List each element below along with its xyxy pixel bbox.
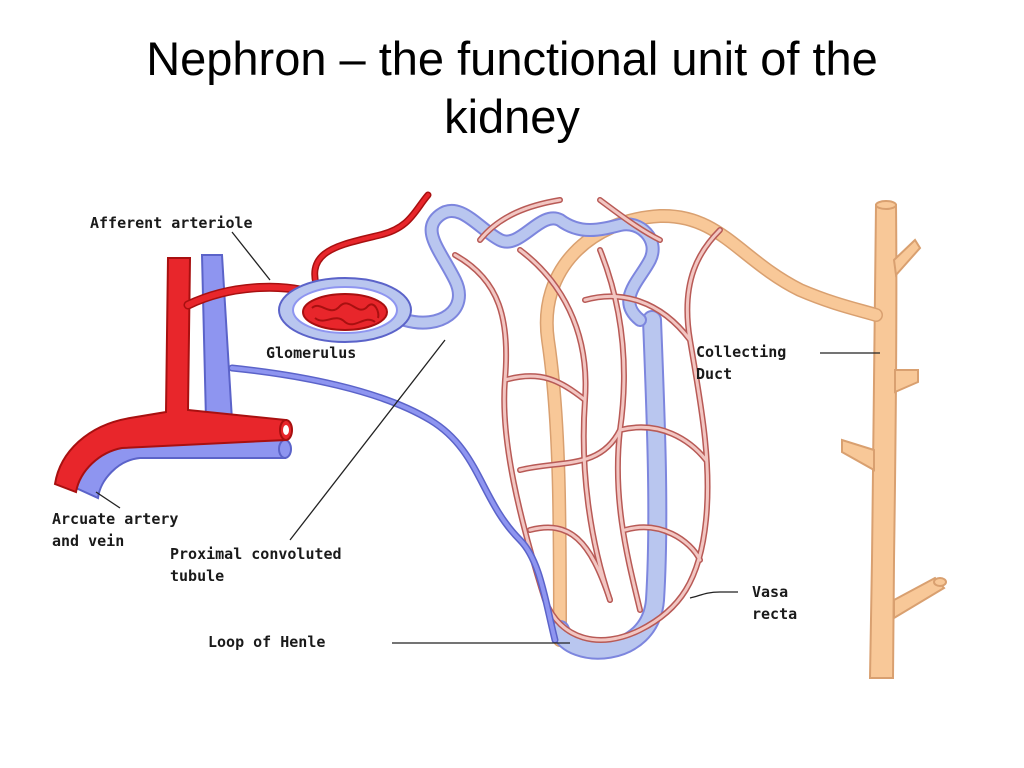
label-arcuate-line2: and vein: [52, 532, 124, 550]
title-line-1: Nephron – the functional unit of the: [146, 32, 878, 85]
title-line-2: kidney: [444, 90, 580, 143]
label-loop-of-henle: Loop of Henle: [208, 633, 325, 651]
label-collecting-line1: Collecting: [696, 343, 786, 361]
label-collecting-line2: Duct: [696, 365, 732, 383]
leader-proximal: [289, 339, 446, 541]
label-afferent-arteriole: Afferent arteriole: [90, 214, 253, 232]
arcuate-artery: [53, 257, 293, 494]
label-proximal-line2: tubule: [170, 567, 224, 585]
slide-title: Nephron – the functional unit of the kid…: [0, 30, 1024, 146]
label-vasa-line1: Vasa: [752, 583, 788, 601]
vasa-recta: [452, 197, 723, 643]
leader-afferent: [231, 231, 271, 281]
label-arcuate-line1: Arcuate artery: [52, 510, 178, 528]
label-vasa-line2: recta: [752, 605, 797, 623]
distal-tubule: [539, 208, 883, 647]
leader-vasa: [689, 591, 738, 599]
glomerulus: [278, 277, 412, 343]
collecting-duct: [841, 200, 947, 679]
label-proximal-line1: Proximal convoluted: [170, 545, 342, 563]
leader-arcuate: [95, 491, 121, 509]
label-glomerulus: Glomerulus: [266, 344, 356, 362]
